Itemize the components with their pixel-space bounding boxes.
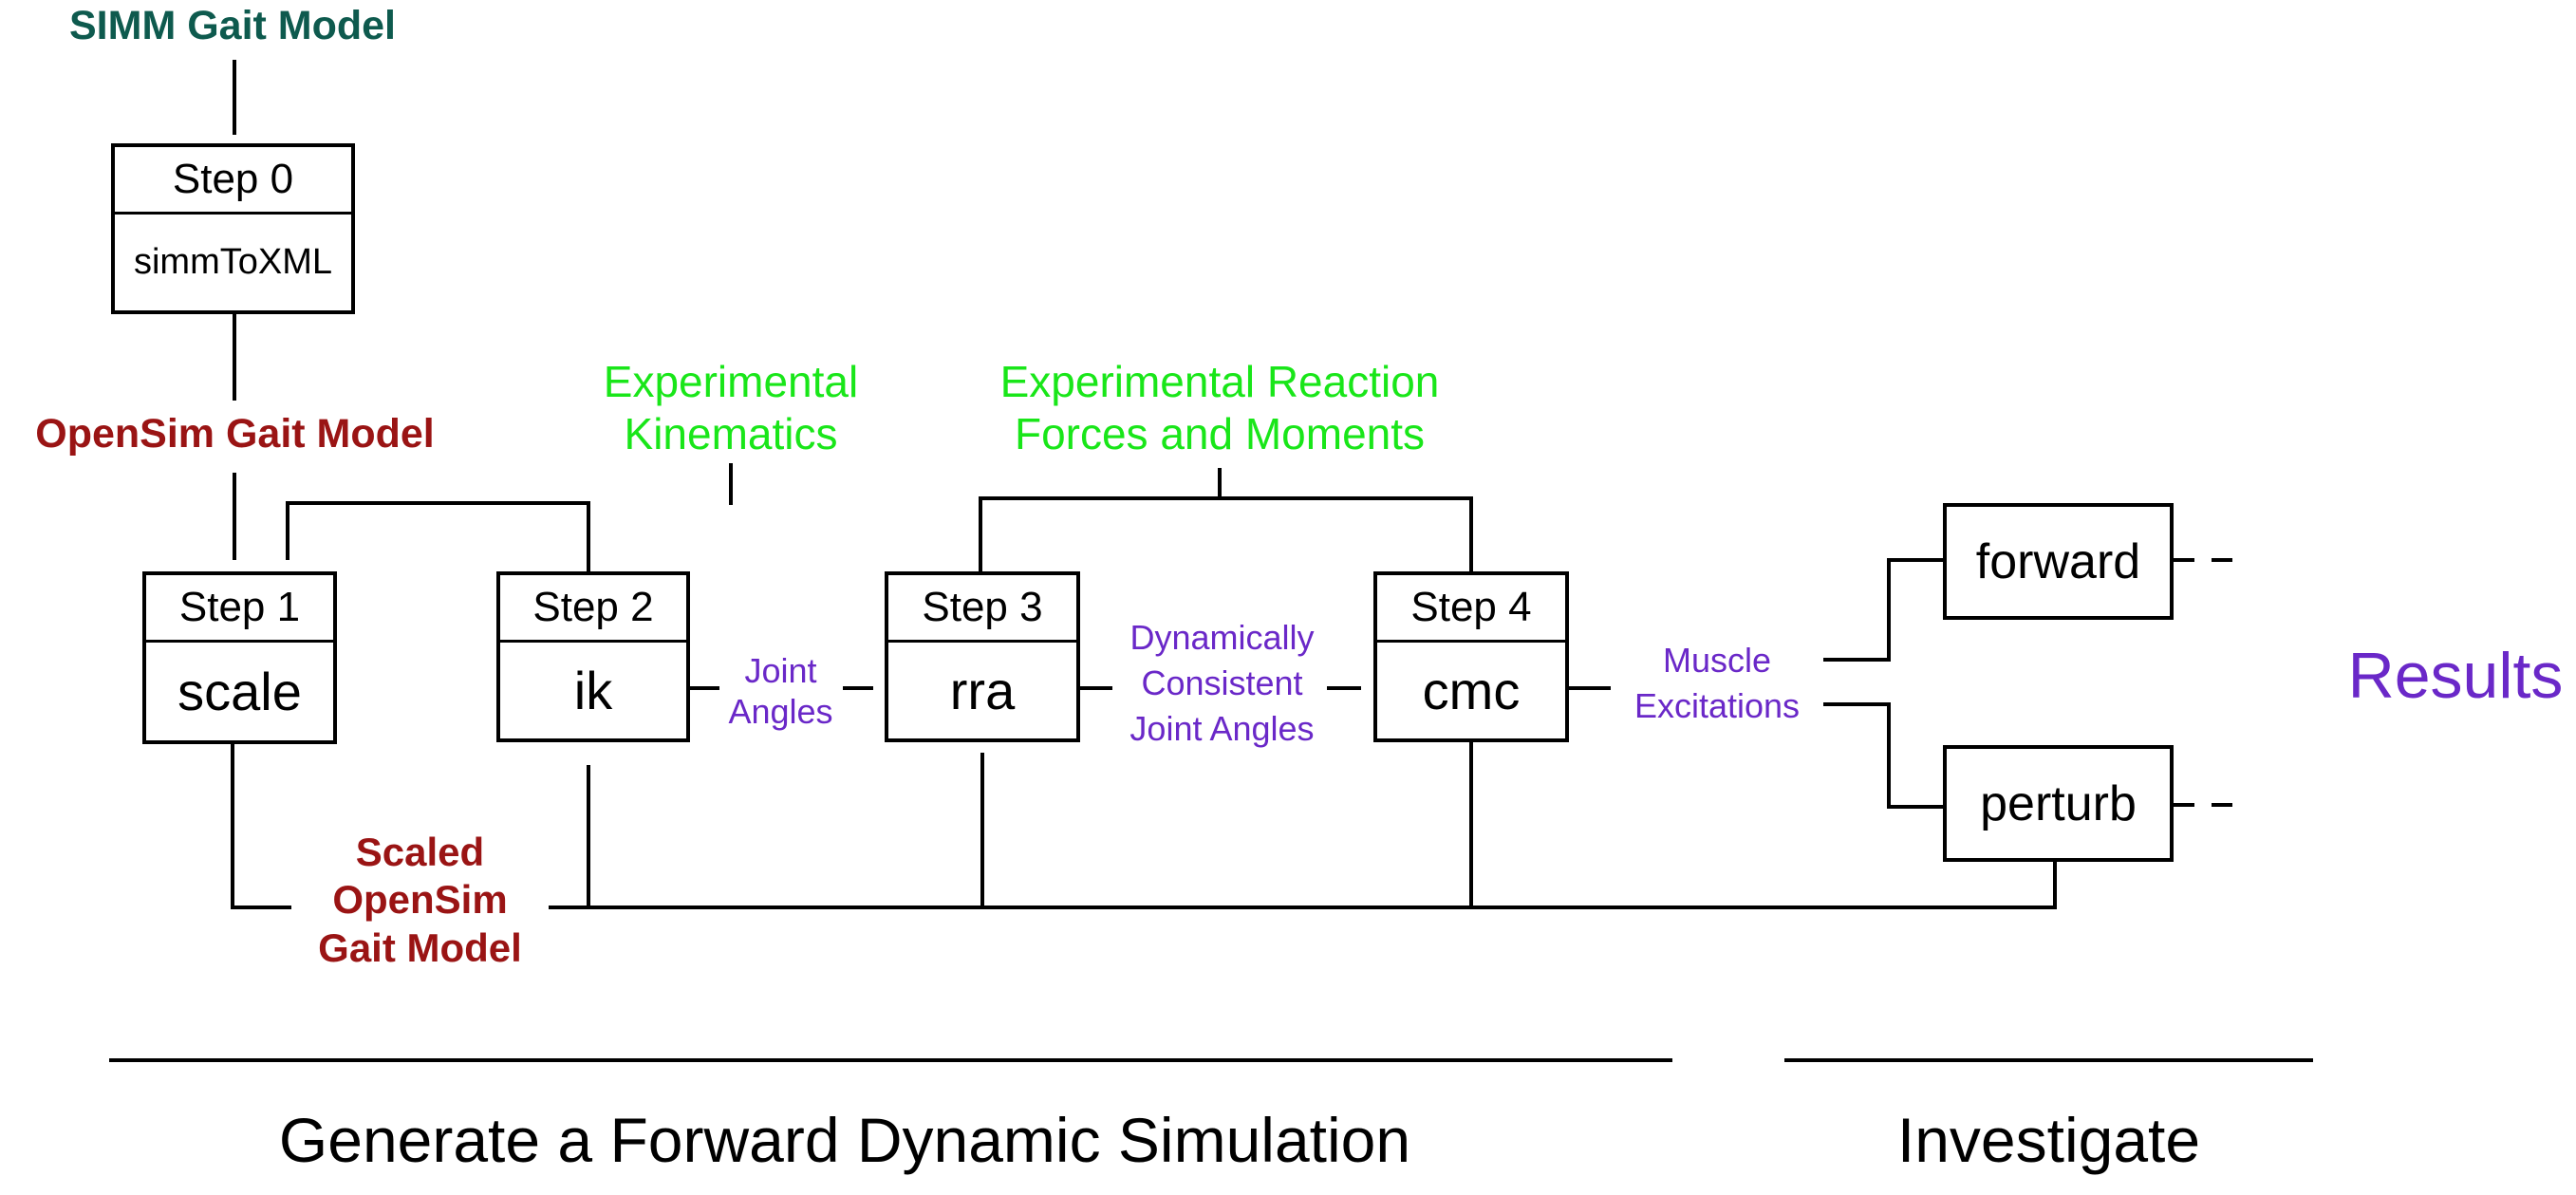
step-1-header: Step 1 <box>146 575 333 643</box>
step-1-title: Step 1 <box>178 584 301 630</box>
forward-box: forward <box>1943 503 2174 620</box>
scaled-opensim-gait-model-label: Scaled OpenSim Gait Model <box>289 829 551 972</box>
experimental-forces-label: Experimental Reaction Forces and Moments <box>949 356 1490 460</box>
perturb-box: perturb <box>1943 745 2174 862</box>
step-1-tool: scale <box>146 643 333 740</box>
excitations-line-2: Excitations <box>1633 685 1801 725</box>
step-2-header: Step 2 <box>500 575 686 643</box>
scaled-line-1: Scaled <box>355 830 485 874</box>
step-3-header: Step 3 <box>888 575 1076 643</box>
step-1-tool-name: scale <box>177 662 302 721</box>
step-4-tool: cmc <box>1377 643 1565 738</box>
investigate-section-title: Investigate <box>1896 1105 2201 1175</box>
forward-label: forward <box>1975 533 2141 589</box>
consistent-line-3: Joint Angles <box>1129 708 1315 748</box>
step-2-tool-name: ik <box>573 661 613 720</box>
joint-angles-line-2: Angles <box>728 692 833 732</box>
step-3-tool: rra <box>888 643 1076 738</box>
scaled-line-2: OpenSim <box>332 877 508 923</box>
step-2-tool: ik <box>500 643 686 738</box>
forces-line-2: Forces and Moments <box>1014 409 1426 459</box>
step-0-header: Step 0 <box>115 147 351 215</box>
step-2-title: Step 2 <box>532 584 654 630</box>
forces-line-1: Experimental Reaction <box>999 357 1440 406</box>
step-4-tool-name: cmc <box>1422 661 1521 720</box>
opensim-gait-model-label: OpenSim Gait Model <box>35 411 435 457</box>
excitations-line-1: Muscle <box>1662 641 1772 680</box>
scaled-line-3: Gait Model <box>318 924 522 970</box>
consistent-line-1: Dynamically <box>1129 618 1315 657</box>
perturb-label: perturb <box>1980 775 2137 831</box>
step-3-title: Step 3 <box>922 584 1043 630</box>
step-0-box: Step 0 simmToXML <box>111 143 355 314</box>
kinematics-line-1: Experimental <box>603 357 859 406</box>
step-4-box: Step 4 cmc <box>1373 571 1569 742</box>
kinematics-line-2: Kinematics <box>624 409 838 459</box>
step-1-box: Step 1 scale <box>142 571 337 744</box>
step-2-box: Step 2 ik <box>496 571 690 742</box>
simm-gait-model-label: SIMM Gait Model <box>69 3 396 48</box>
consistent-line-2: Consistent <box>1141 663 1303 702</box>
generate-section-title: Generate a Forward Dynamic Simulation <box>278 1105 1411 1175</box>
joint-angles-label: Joint Angles <box>717 650 845 732</box>
experimental-kinematics-label: Experimental Kinematics <box>560 356 902 460</box>
step-4-title: Step 4 <box>1410 584 1532 630</box>
joint-angles-line-1: Joint <box>744 651 817 690</box>
step-0-tool-name: simmToXML <box>133 242 333 282</box>
consistent-joint-angles-label: Dynamically Consistent Joint Angles <box>1106 615 1338 752</box>
muscle-excitations-label: Muscle Excitations <box>1609 638 1825 729</box>
step-3-box: Step 3 rra <box>885 571 1080 742</box>
step-4-header: Step 4 <box>1377 575 1565 643</box>
step-3-tool-name: rra <box>949 661 1016 720</box>
step-0-tool: simmToXML <box>115 215 351 310</box>
step-0-title: Step 0 <box>172 156 294 202</box>
results-label: Results <box>2347 640 2564 712</box>
